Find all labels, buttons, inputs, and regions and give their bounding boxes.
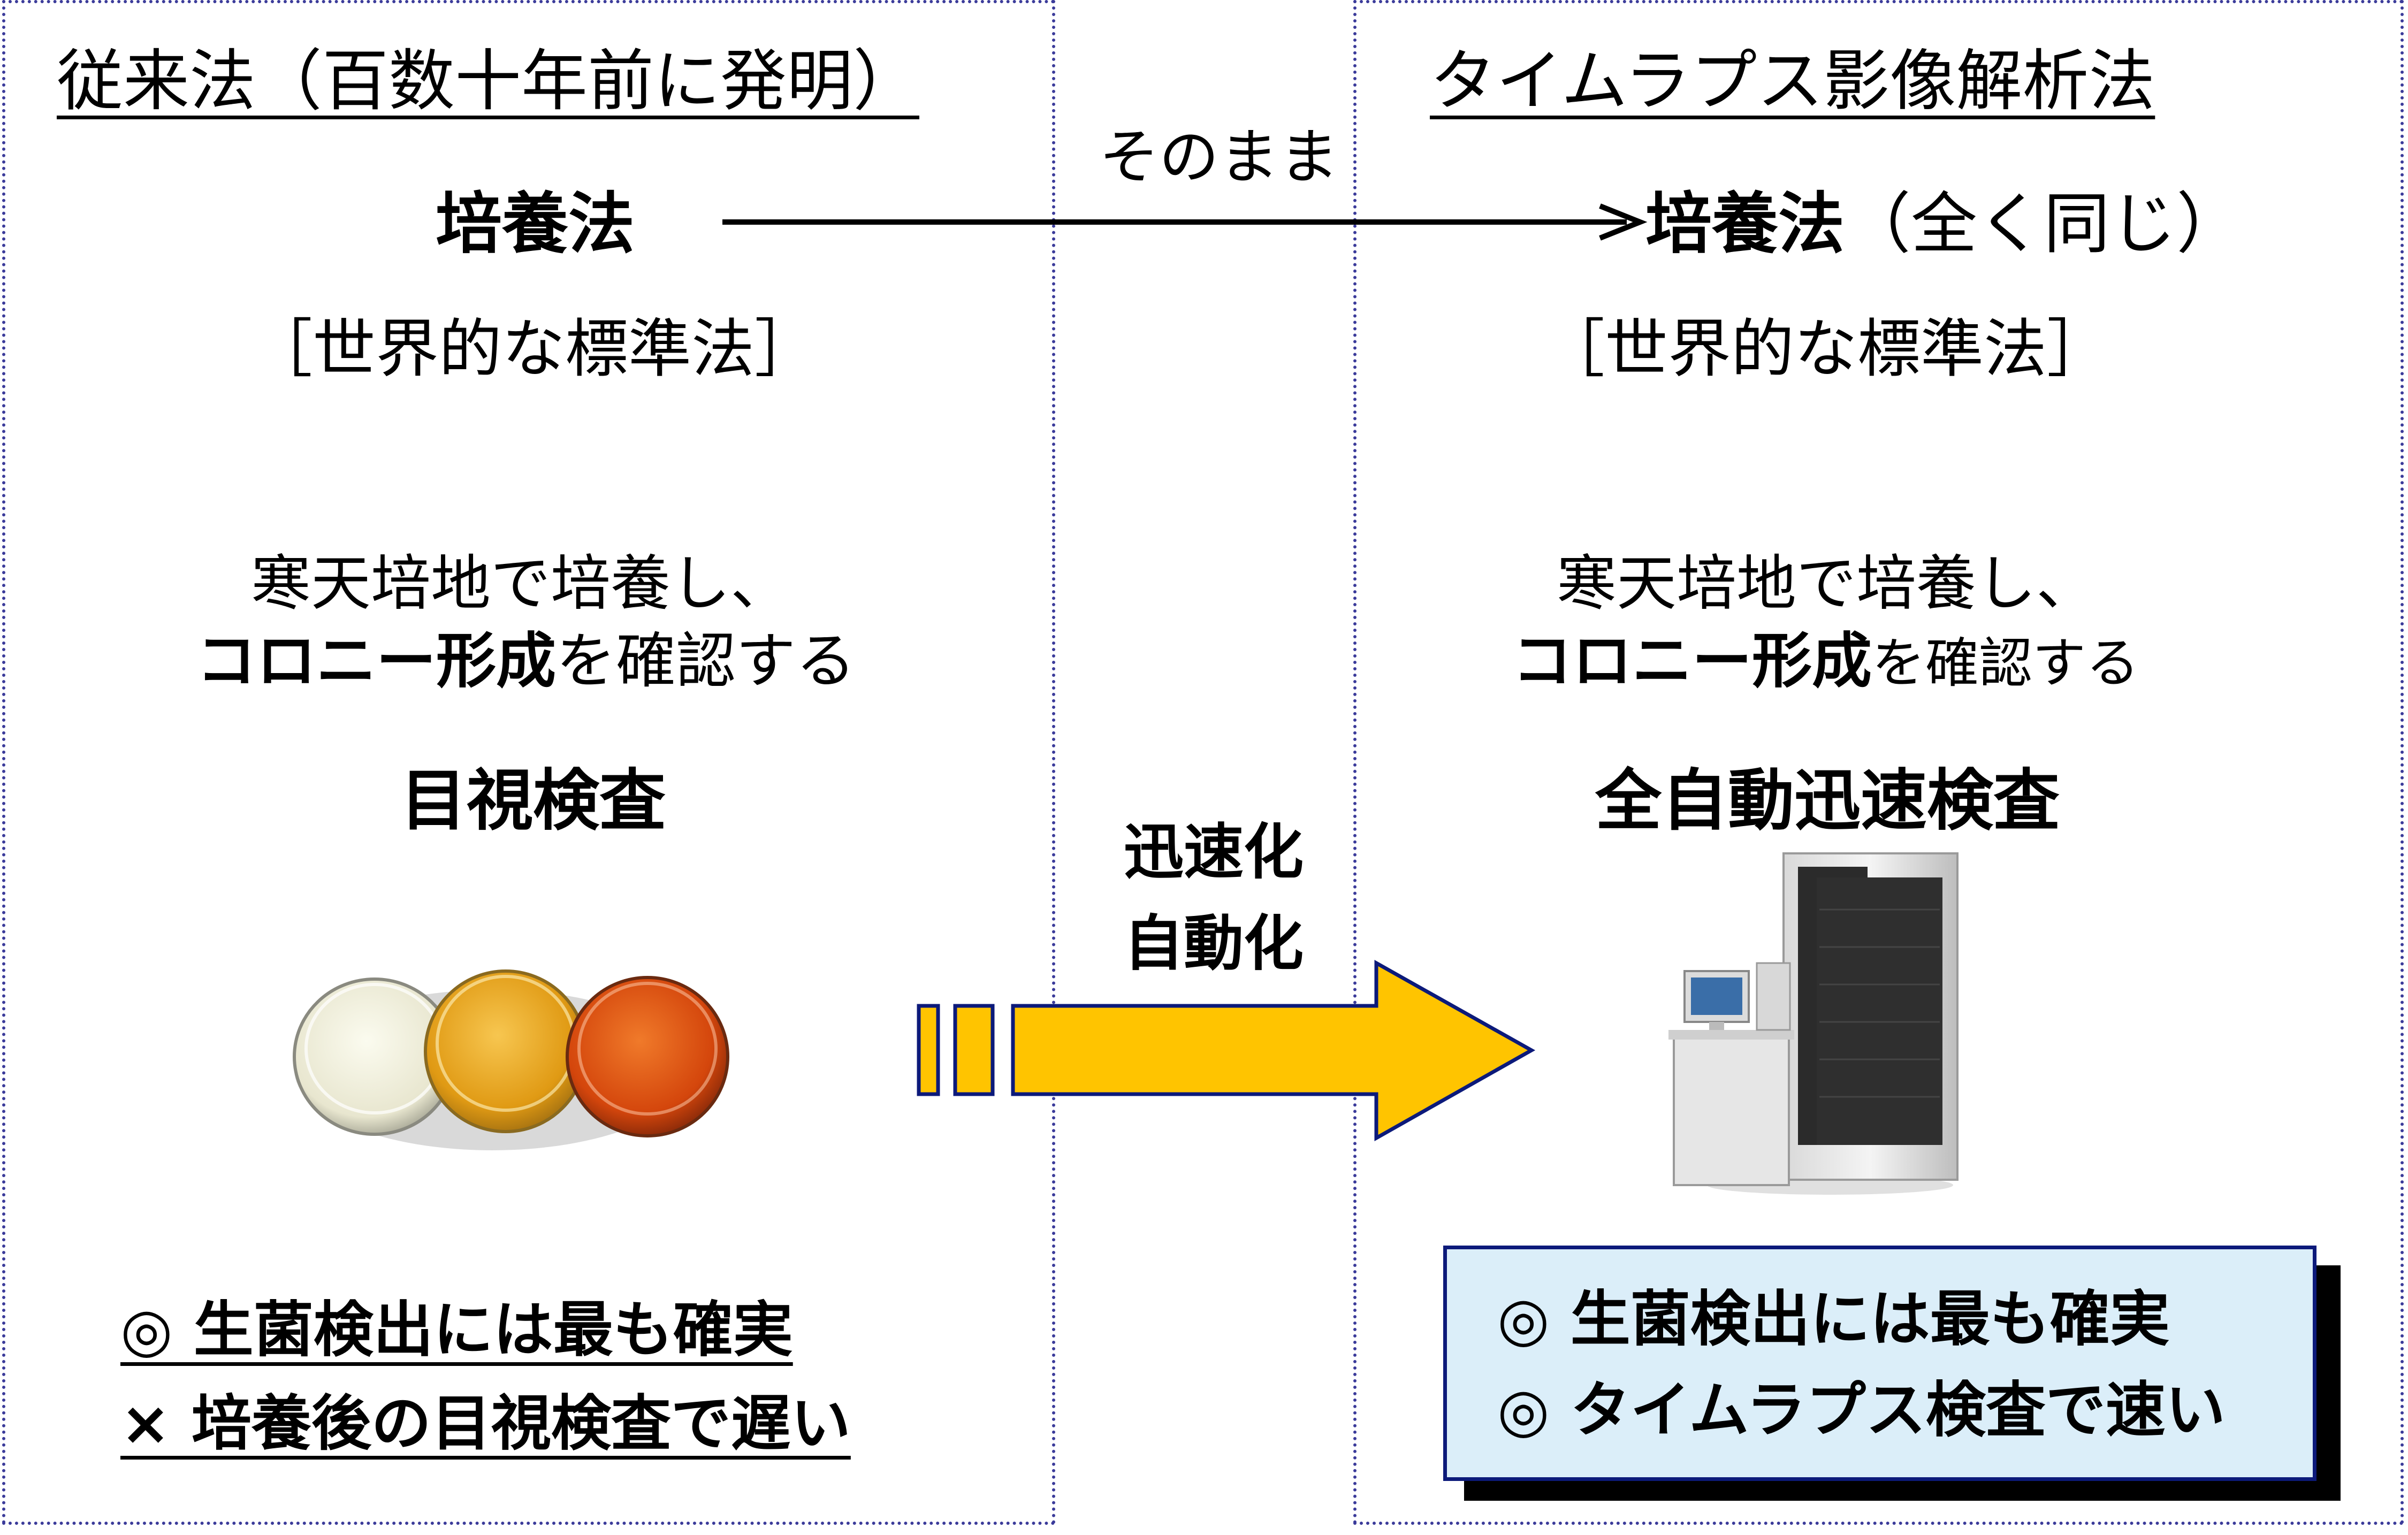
timelapse-description-line2: コロニー形成を確認する — [1512, 631, 2139, 691]
speedup-label: 迅速化 — [1124, 818, 1304, 887]
same-note: （全く同じ） — [1845, 186, 2243, 263]
confirm-text: を確認する — [556, 627, 856, 696]
timelapse-standard-label: ［世界的な標準法］ — [1541, 312, 2110, 386]
timelapse-confirm-text: を確認する — [1872, 632, 2139, 694]
timelapse-description-line1: 寒天培地で培養し、 — [1557, 549, 2096, 618]
timelapse-culture-method: 培養法（全く同じ） — [1645, 191, 2243, 257]
timelapse-method-name: 培養法 — [1645, 186, 1845, 263]
conventional-result-2: × 培養後の目視検査で遅い — [120, 1389, 851, 1458]
timelapse-method-title: タイムラプス影像解析法 — [1430, 43, 2155, 120]
conventional-result-1: ◎ 生菌検出には最も確実 — [120, 1295, 793, 1365]
petri-dishes-image — [293, 969, 729, 1150]
as-is-label: そのまま — [1099, 123, 1339, 192]
conventional-method-panel — [2, 0, 1055, 1525]
conventional-description-line2: コロニー形成を確認する — [196, 631, 856, 691]
automatic-inspection-label: 全自動迅速検査 — [1595, 762, 2060, 839]
timelapse-result-box — [1443, 1246, 2316, 1481]
speedup-arrow — [917, 960, 1536, 1142]
timelapse-colony-formation-text: コロニー形成 — [1512, 627, 1872, 696]
timelapse-result-1: ◎ 生菌検出には最も確実 — [1497, 1285, 2170, 1354]
visual-inspection-label: 目視検査 — [400, 762, 666, 839]
timelapse-result-2: ◎ タイムラプス検査で速い — [1497, 1376, 2226, 1445]
conventional-culture-method: 培養法 — [435, 186, 635, 263]
inspection-machine-image — [1668, 852, 1959, 1195]
colony-formation-text: コロニー形成 — [196, 627, 556, 696]
conventional-method-title: 従来法（百数十年前に発明） — [57, 43, 920, 120]
automation-label: 自動化 — [1124, 909, 1304, 979]
conventional-standard-label: ［世界的な標準法］ — [249, 312, 818, 386]
conventional-description-line1: 寒天培地で培養し、 — [251, 549, 790, 618]
direct-arrow — [722, 203, 1648, 241]
